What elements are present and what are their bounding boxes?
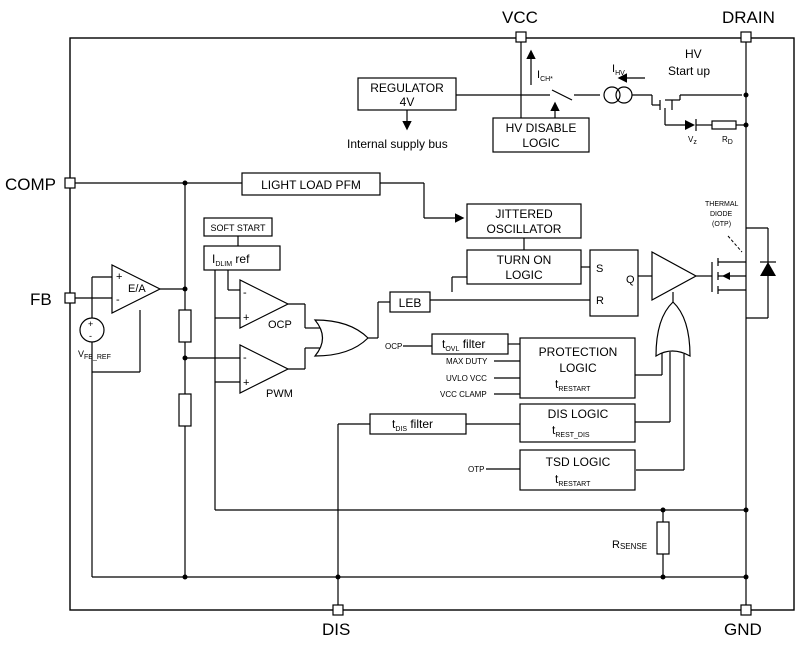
hv-disable-logic-block <box>492 117 590 153</box>
rd-label: RD <box>722 135 733 146</box>
pin-comp[interactable]: COMP <box>5 175 76 194</box>
tdis-label: tDIS filter <box>392 417 433 433</box>
pin-vcc[interactable]: VCC <box>502 8 538 43</box>
ocp-minus: - <box>243 287 247 299</box>
protection-trestart: tRESTART <box>555 377 591 393</box>
light-load-label: LIGHT LOAD PFM <box>261 178 361 192</box>
tsd-logic-title: TSD LOGIC <box>546 455 611 469</box>
latch-r: R <box>596 295 604 307</box>
thermal-sub: DIODE <box>710 211 733 218</box>
tsd-logic-block <box>519 449 636 491</box>
vfbref-label: VFB_REF <box>78 349 111 361</box>
jittered-oscillator-block <box>466 203 582 239</box>
ea-minus: - <box>116 294 120 306</box>
vz-label: Vz <box>688 135 697 146</box>
regulator-block <box>357 77 457 111</box>
ocp-label: OCP <box>268 319 292 331</box>
tsd-trestart: tRESTART <box>555 472 591 488</box>
ocp-input-label: OCP <box>385 342 402 351</box>
jittered-title: JITTERED <box>495 207 553 221</box>
vref-plus: + <box>88 319 93 329</box>
soft-start-label: SOFT START <box>210 223 266 233</box>
tovl-label: tOVL filter <box>442 337 485 353</box>
gate-driver <box>651 250 698 302</box>
hv-disable-sub: LOGIC <box>522 136 560 150</box>
protection-sub: LOGIC <box>559 361 597 375</box>
protection-or-gate <box>655 301 691 358</box>
turn-on-title: TURN ON <box>497 253 552 267</box>
pin-fb-label: FB <box>30 290 52 309</box>
jittered-sub: OSCILLATOR <box>487 222 562 236</box>
hv-startup-title: HV <box>685 47 702 61</box>
dis-logic-block <box>519 403 636 443</box>
pin-drain[interactable]: DRAIN <box>722 8 775 43</box>
rsense-label: RSENSE <box>612 539 647 551</box>
pin-gnd-label: GND <box>724 620 762 639</box>
leb-label: LEB <box>399 296 422 310</box>
max-duty-label: MAX DUTY <box>446 357 488 366</box>
ihv-label: IHV <box>612 63 625 77</box>
latch-q: Q <box>626 274 635 286</box>
dis-logic-title: DIS LOGIC <box>548 407 609 421</box>
error-amplifier <box>111 264 162 314</box>
regulator-title: REGULATOR <box>370 81 444 95</box>
ich-label: ICH* <box>537 69 553 83</box>
hv-startup-sub: Start up <box>668 64 710 78</box>
pin-drain-label: DRAIN <box>722 8 775 27</box>
hv-disable-title: HV DISABLE <box>506 121 577 135</box>
pwm-label: PWM <box>266 388 293 400</box>
dis-logic-trest: tREST_DIS <box>552 423 590 439</box>
protection-title: PROTECTION <box>539 345 618 359</box>
internal-supply-label: Internal supply bus <box>347 137 448 151</box>
vref-minus: - <box>89 331 92 341</box>
otp-input-label: OTP <box>468 465 484 474</box>
light-load-pfm-block <box>241 172 381 196</box>
latch-s: S <box>596 263 603 275</box>
protection-logic-block <box>519 337 636 399</box>
or-gate <box>313 319 369 357</box>
idlim-ref-block <box>203 245 281 271</box>
pin-dis-label: DIS <box>322 620 350 639</box>
vcc-clamp-label: VCC CLAMP <box>440 390 487 399</box>
pin-gnd[interactable]: GND <box>724 604 762 639</box>
ocp-comparator <box>239 279 290 329</box>
pwm-plus: + <box>243 377 249 389</box>
pwm-minus: - <box>243 352 247 364</box>
regulator-voltage: 4V <box>400 95 415 109</box>
ea-plus: + <box>116 271 122 283</box>
thermal-otp: (OTP) <box>712 221 731 228</box>
pin-comp-label: COMP <box>5 175 56 194</box>
pwm-comparator <box>239 344 290 394</box>
turn-on-sub: LOGIC <box>505 268 543 282</box>
thermal-title: THERMAL <box>705 201 739 208</box>
ocp-plus: + <box>243 312 249 324</box>
sr-latch <box>589 249 639 317</box>
chip-outline <box>69 37 795 611</box>
pin-fb[interactable]: FB <box>30 290 76 309</box>
uvlo-vcc-label: UVLO VCC <box>446 374 487 383</box>
pin-vcc-label: VCC <box>502 8 538 27</box>
ea-label: E/A <box>128 283 146 295</box>
idlim-label: IDLIM ref <box>212 252 250 268</box>
